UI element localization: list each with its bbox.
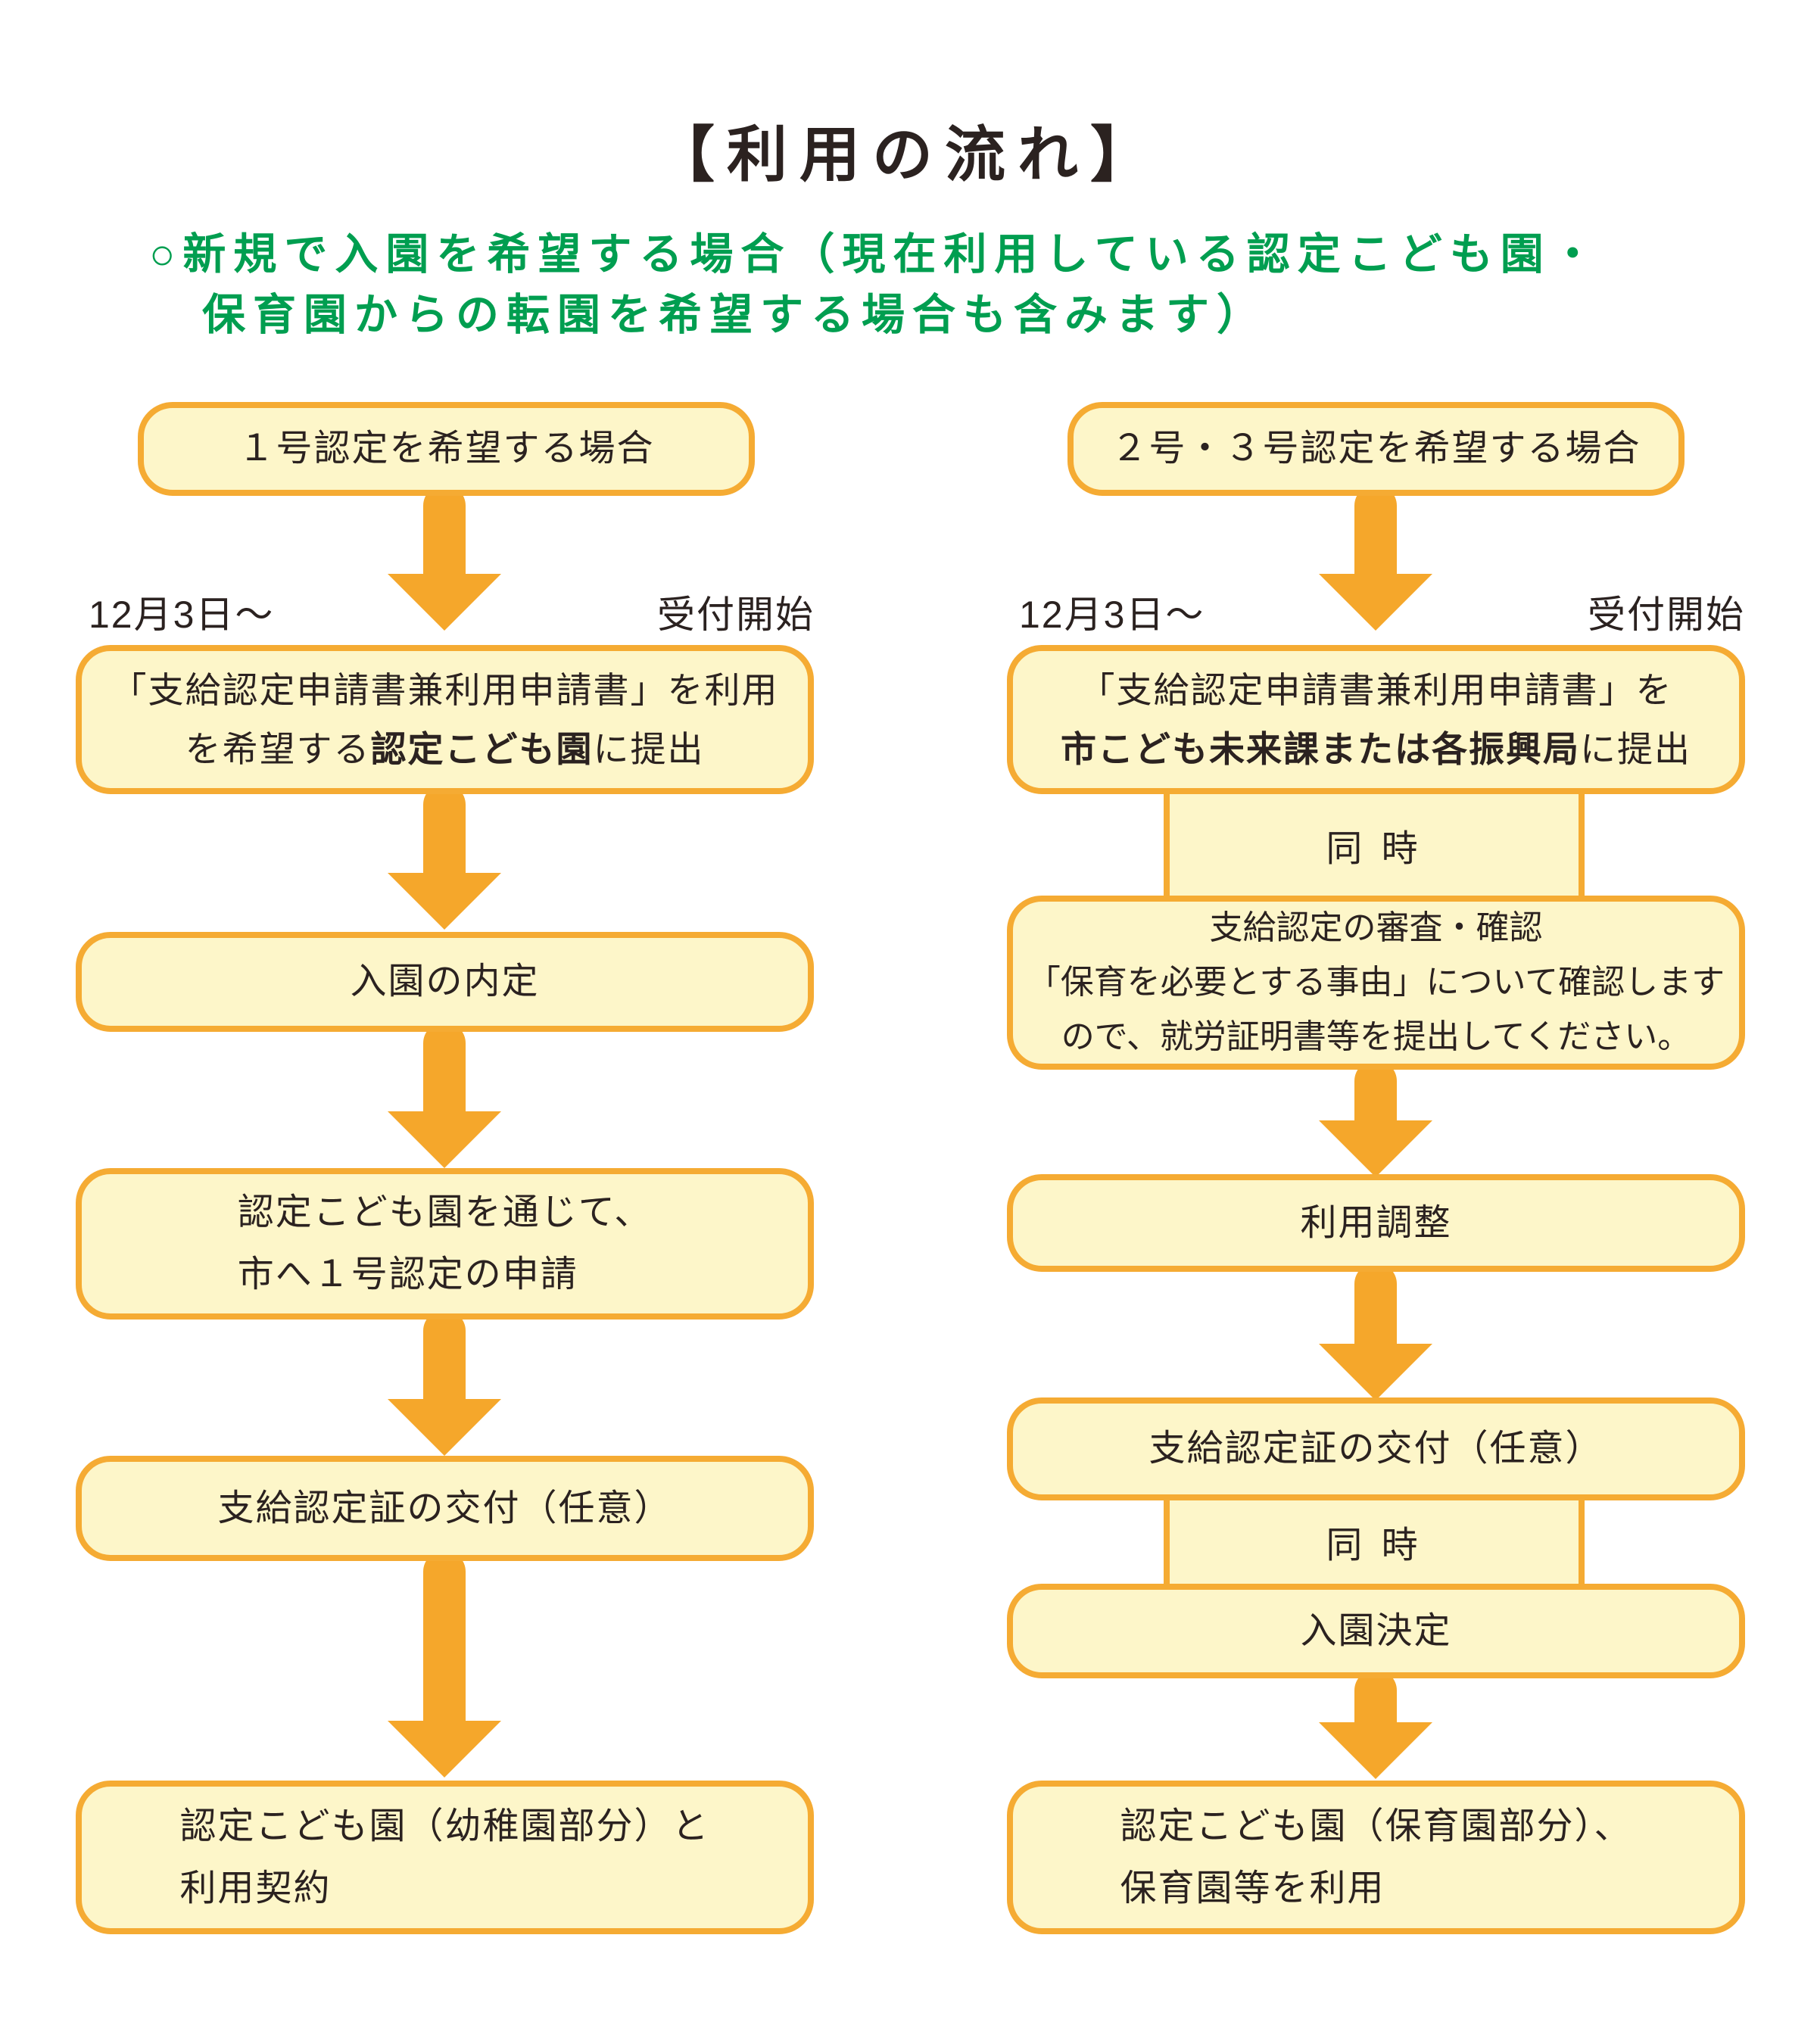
left-apply-line2: 市へ１号認定の申請 xyxy=(237,1254,578,1295)
left-start-label: １号認定を希望する場合 xyxy=(238,428,655,469)
right-arrow-3-icon xyxy=(1319,1263,1432,1401)
right-simultaneous-2: 同 時 xyxy=(1164,1495,1585,1588)
left-submit-line1: 「支給認定申請書兼利用申請書」を利用 xyxy=(111,669,779,710)
right-arrow-2-icon xyxy=(1319,1060,1432,1177)
right-final-line1: 認定こども園（保育園部分）、 xyxy=(1120,1806,1632,1846)
right-arrow-4-icon xyxy=(1319,1669,1432,1779)
left-naitei-label: 入園の内定 xyxy=(350,961,540,1002)
left-final-text: 認定こども園（幼稚園部分）と 利用契約 xyxy=(179,1796,709,1920)
right-start-label: ２号・３号認定を希望する場合 xyxy=(1111,428,1641,469)
left-submit-line2: を希望する認定こども園に提出 xyxy=(185,728,705,769)
right-simultaneous-1-label: 同 時 xyxy=(1326,829,1423,869)
right-review-box: 支給認定の審査・確認 「保育を必要とする事由」について確認します ので、就労証明… xyxy=(1007,896,1745,1070)
subtitle-line2: 保育園からの転園を希望する場合も含みます） xyxy=(202,291,1267,339)
right-final-text: 認定こども園（保育園部分）、 保育園等を利用 xyxy=(1120,1796,1632,1920)
left-cert-box: 支給認定証の交付（任意） xyxy=(76,1456,814,1561)
right-final-line2: 保育園等を利用 xyxy=(1120,1868,1385,1908)
left-submit-box: 「支給認定申請書兼利用申請書」を利用 を希望する認定こども園に提出 xyxy=(76,645,814,794)
right-start-box: ２号・３号認定を希望する場合 xyxy=(1067,402,1685,496)
left-apply-box: 認定こども園を通じて、 市へ１号認定の申請 xyxy=(76,1168,814,1320)
left-apply-text: 認定こども園を通じて、 市へ１号認定の申請 xyxy=(238,1182,653,1306)
right-simultaneous-2-label: 同 時 xyxy=(1326,1525,1423,1566)
right-review-line2: 「保育を必要とする事由」について確認します xyxy=(1027,964,1725,1001)
right-arrow-1-icon xyxy=(1319,485,1432,631)
left-arrow-1-icon xyxy=(388,485,501,631)
right-kettei-label: 入園決定 xyxy=(1300,1610,1452,1651)
left-arrow-5-icon xyxy=(388,1550,501,1778)
right-final-box: 認定こども園（保育園部分）、 保育園等を利用 xyxy=(1007,1781,1745,1934)
right-cert-label: 支給認定証の交付（任意） xyxy=(1148,1429,1604,1469)
right-submit-line1: 「支給認定申請書兼利用申請書」を xyxy=(1079,669,1673,710)
right-review-line3: ので、就労証明書等を提出してください。 xyxy=(1061,1018,1691,1055)
left-arrow-4-icon xyxy=(388,1310,501,1456)
right-reception-label: 受付開始 xyxy=(1588,594,1745,636)
left-final-line1: 認定こども園（幼稚園部分）と xyxy=(179,1806,710,1846)
right-kettei-box: 入園決定 xyxy=(1007,1584,1745,1678)
right-submit-box: 「支給認定申請書兼利用申請書」を 市こども未来課または各振興局に提出 xyxy=(1007,645,1745,794)
page-title: 【利用の流れ】 xyxy=(654,121,1163,189)
right-submit-line2: 市こども未来課または各振興局に提出 xyxy=(1061,728,1691,769)
subtitle: ○新規で入園を希望する場合（現在利用している認定こども園・ 保育園からの転園を希… xyxy=(149,224,1739,345)
left-date: 12月3日～ xyxy=(89,594,275,636)
right-date: 12月3日～ xyxy=(1019,594,1205,636)
left-reception-label: 受付開始 xyxy=(657,594,815,636)
left-arrow-2-icon xyxy=(388,784,501,930)
subtitle-line1: ○新規で入園を希望する場合（現在利用している認定こども園・ xyxy=(149,230,1602,279)
right-simultaneous-1: 同 時 xyxy=(1164,791,1585,899)
left-final-line2: 利用契約 xyxy=(179,1868,332,1908)
right-chosei-box: 利用調整 xyxy=(1007,1174,1745,1272)
right-cert-box: 支給認定証の交付（任意） xyxy=(1007,1397,1745,1500)
left-cert-label: 支給認定証の交付（任意） xyxy=(217,1488,672,1528)
right-review-line1: 支給認定の審査・確認 xyxy=(1209,909,1543,946)
left-final-box: 認定こども園（幼稚園部分）と 利用契約 xyxy=(76,1781,814,1934)
left-start-box: １号認定を希望する場合 xyxy=(138,402,755,496)
right-chosei-label: 利用調整 xyxy=(1300,1202,1452,1243)
left-apply-line1: 認定こども園を通じて、 xyxy=(237,1192,653,1232)
left-naitei-box: 入園の内定 xyxy=(76,932,814,1032)
left-arrow-3-icon xyxy=(388,1022,501,1168)
